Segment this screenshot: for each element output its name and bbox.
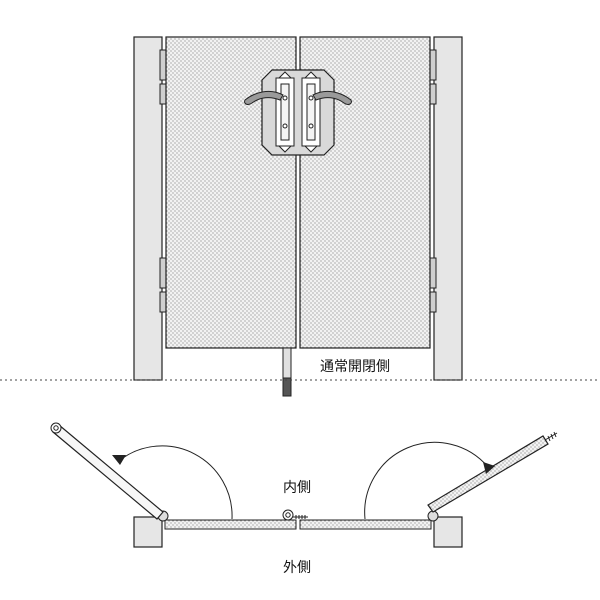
normal-open-side-label: 通常開閉側: [320, 359, 390, 375]
drop-bolt: [282, 347, 292, 397]
plan-right-post: [433, 516, 463, 548]
left-hinges: [159, 49, 167, 313]
handle-plate: [261, 69, 335, 156]
plan-center-latch: [282, 509, 308, 521]
right-handle: [301, 71, 352, 153]
right-swing-arc: [364, 441, 489, 520]
left-handle: [244, 71, 295, 153]
plan-left-post: [133, 516, 163, 548]
left-swing-arrow: [112, 455, 126, 465]
plan-view: 内側 外側: [50, 422, 558, 576]
right-swing-arrow: [483, 462, 495, 474]
right-post: [433, 36, 463, 381]
plan-right-leaf-closed: [299, 519, 432, 530]
elevation-view: 通常開閉側: [0, 36, 600, 397]
inside-label: 内側: [283, 480, 311, 496]
outside-label: 外側: [283, 560, 311, 576]
plan-left-leaf-open: [50, 422, 164, 520]
left-swing-arc: [119, 445, 233, 520]
plan-right-leaf-open: [427, 431, 558, 513]
right-hinges: [429, 49, 437, 313]
left-post: [133, 36, 163, 381]
plan-left-leaf-closed: [164, 519, 297, 530]
